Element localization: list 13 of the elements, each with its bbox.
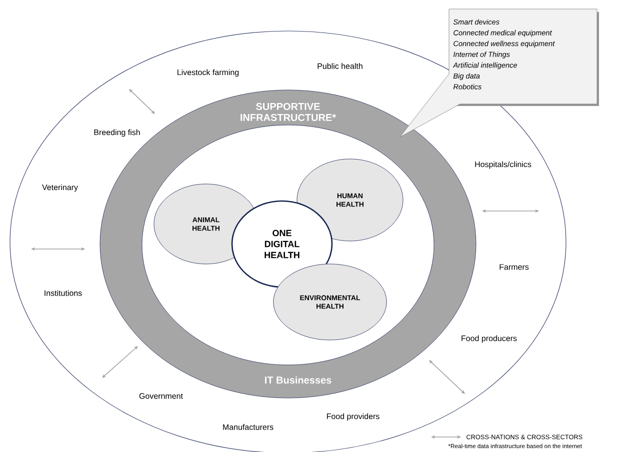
- ring-heading: SUPPORTIVE INFRASTRUCTURE*: [240, 102, 336, 122]
- sector-label: Farmers: [500, 264, 529, 270]
- sector-label: Veterinary: [42, 184, 78, 192]
- sector-label: Manufacturers: [223, 424, 274, 430]
- sector-label: Food providers: [326, 413, 380, 421]
- sector-label: Institutions: [44, 290, 82, 296]
- sector-label: Government: [139, 393, 183, 399]
- sector-label: Hospitals/clinics: [475, 161, 532, 169]
- sector-label: Livestock farming: [178, 69, 239, 77]
- ring-label: IT Businesses: [265, 376, 332, 384]
- sector-label: Breeding fish: [94, 129, 140, 137]
- sector-label: Food producers: [462, 335, 517, 343]
- sector-label: Public health: [318, 63, 362, 69]
